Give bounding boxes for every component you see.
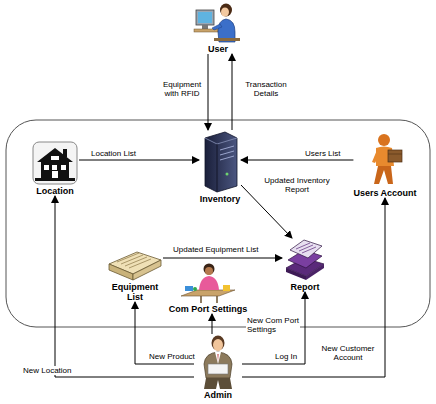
- house-icon-drawing: [31, 140, 79, 186]
- arrow-connector: [241, 160, 353, 161]
- server-icon: [199, 130, 241, 194]
- icon-node: Com Port Settings: [169, 262, 248, 314]
- worker-icon-drawing: [179, 262, 237, 304]
- report-icon-drawing: [282, 238, 328, 282]
- icon-node: Users Account: [353, 132, 416, 198]
- arrow-connector: [232, 54, 233, 130]
- icon-node: Inventory: [199, 130, 241, 204]
- arrow-connector: [208, 54, 209, 130]
- edge-label: Equipment with RFID: [158, 80, 206, 98]
- edge-label: New Location: [22, 366, 72, 375]
- arrow-connector: [55, 196, 194, 377]
- arrow-connector: [212, 314, 213, 334]
- admin-figure-drawing: [194, 334, 242, 390]
- icon-node: Admin: [194, 334, 242, 400]
- house-icon: [31, 140, 79, 186]
- tray-icon-drawing: [107, 246, 163, 282]
- node-label: Admin: [204, 390, 232, 400]
- edge-label: Location List: [90, 149, 137, 158]
- worker-icon: [179, 262, 237, 304]
- arrow-connector: [79, 160, 199, 161]
- person-icon: [364, 132, 406, 188]
- icon-node: User: [192, 2, 244, 54]
- edge-label: New Product: [148, 352, 196, 361]
- icon-node: Equipment List: [107, 246, 163, 302]
- user-figure-drawing: [192, 2, 244, 44]
- user-figure: [192, 2, 244, 44]
- person-icon-drawing: [364, 132, 406, 188]
- arrow-connector: [242, 198, 385, 377]
- edge-label: New Customer Account: [318, 344, 378, 362]
- node-label: User: [208, 44, 228, 54]
- report-icon: [282, 238, 328, 282]
- node-label: Users Account: [353, 188, 416, 198]
- edge-label: Log In: [274, 352, 298, 361]
- edge-label: Transaction Details: [240, 80, 292, 98]
- node-label: Location: [36, 186, 74, 196]
- edge-label: New Com Port Settings: [246, 316, 300, 334]
- edge-label: Users List: [304, 149, 342, 158]
- node-label: Equipment List: [107, 282, 163, 302]
- admin-figure: [194, 334, 242, 390]
- edge-label: Updated Inventory Report: [256, 176, 338, 194]
- node-label: Report: [291, 282, 320, 292]
- server-icon-drawing: [199, 130, 241, 194]
- arrow-connector: [242, 292, 305, 364]
- arrow-connector: [163, 258, 282, 259]
- icon-node: Location: [31, 140, 79, 196]
- edge-label: Updated Equipment List: [172, 245, 259, 254]
- tray-icon: [107, 246, 163, 282]
- node-label: Com Port Settings: [169, 304, 248, 314]
- node-label: Inventory: [200, 194, 241, 204]
- icon-node: Report: [282, 238, 328, 292]
